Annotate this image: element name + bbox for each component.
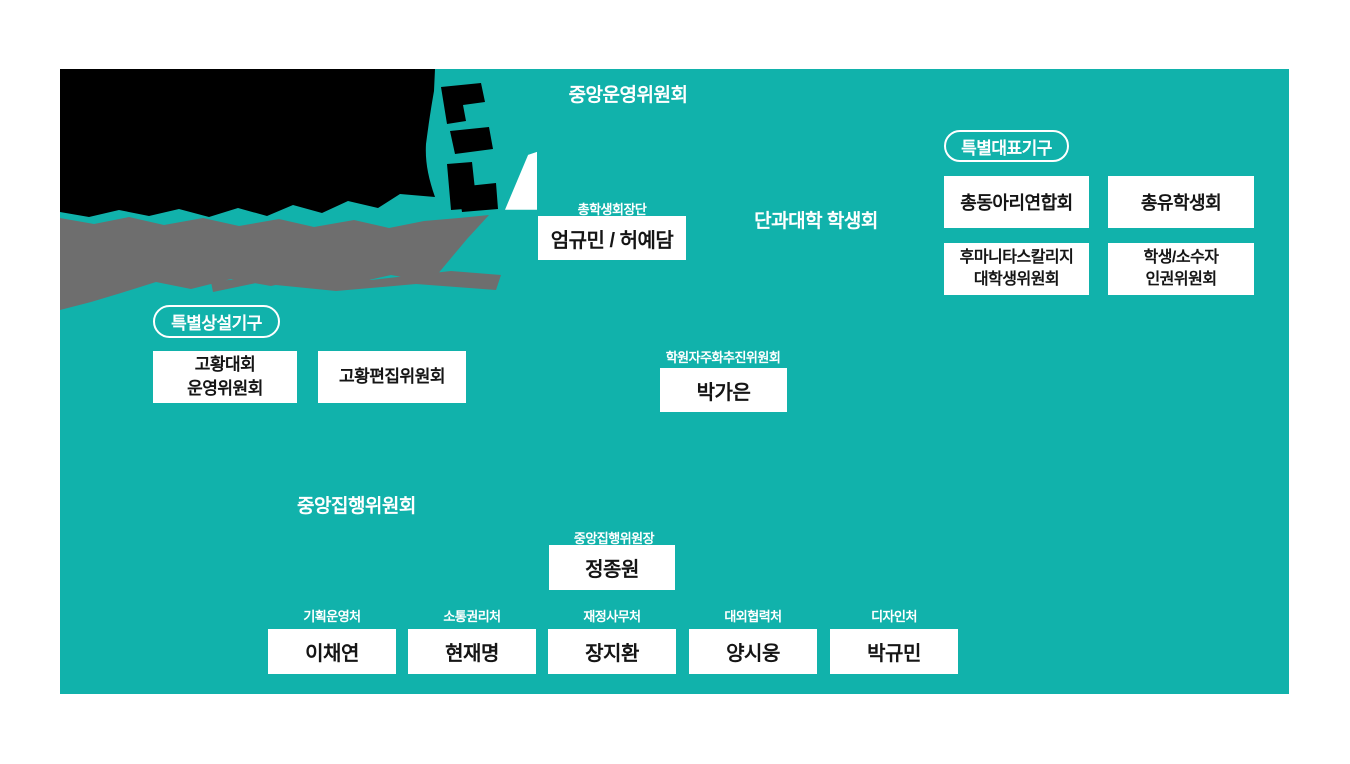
campus-autonomy-name: 박가은 xyxy=(696,381,751,404)
box-international-students-council: 총유학생회 xyxy=(1108,176,1254,228)
label-dept-external: 대외협력처 xyxy=(724,609,782,624)
box-dept-finance-name: 장지환 xyxy=(548,629,676,674)
logo-shadow-silhouette xyxy=(60,215,501,310)
box-dept-design-name: 박규민 xyxy=(830,629,958,674)
box-president-names: 엄규민 / 허예담 xyxy=(538,216,686,260)
box-club-union-label: 총동아리연합회 xyxy=(960,193,1073,213)
dept-external-name: 양시웅 xyxy=(726,643,780,665)
badge-special-standing-label: 특별상설기구 xyxy=(171,314,262,333)
heading-college-student-councils: 단과대학 학생회 xyxy=(754,211,878,232)
box-international-label: 총유학생회 xyxy=(1140,193,1222,213)
dept-communication-name: 현재명 xyxy=(445,643,499,665)
badge-special-representative: 특별대표기구 xyxy=(944,130,1069,162)
heading-central-operating-committee: 중앙운영위원회 xyxy=(568,85,688,106)
label-dept-finance: 재정사무처 xyxy=(583,609,641,624)
badge-special-standing: 특별상설기구 xyxy=(153,305,280,338)
box-club-union: 총동아리연합회 xyxy=(944,176,1089,228)
box-gohwang-editorial-line1: 고황편집위원회 xyxy=(339,367,445,387)
label-campus-autonomy-committee: 학원자주화추진위원회 xyxy=(665,350,781,365)
box-dept-communication-name: 현재명 xyxy=(408,629,536,674)
redacted-logo-silhouette xyxy=(60,69,498,217)
label-president-group: 총학생회장단 xyxy=(577,202,647,217)
label-dept-communication: 소통권리처 xyxy=(443,609,501,624)
box-humanitas-college-committee: 후마니타스칼리지 대학생위원회 xyxy=(944,243,1089,295)
box-gohwang-rally-committee: 고황대회 운영위원회 xyxy=(153,351,297,403)
badge-special-representative-label: 특별대표기구 xyxy=(961,138,1052,158)
president-names: 엄규민 / 허예담 xyxy=(550,229,674,252)
label-dept-design: 디자인처 xyxy=(871,609,917,624)
label-executive-chair: 중앙집행위원장 xyxy=(573,531,655,546)
box-humanitas-line1: 후마니타스칼리지 xyxy=(959,249,1074,267)
box-humanitas-line2: 대학생위원회 xyxy=(973,271,1060,288)
heading-central-executive-committee: 중앙집행위원회 xyxy=(297,496,416,517)
logo-silhouette-group xyxy=(60,69,501,310)
box-campus-autonomy-name: 박가은 xyxy=(660,368,787,412)
box-minority-line1: 학생/소수자 xyxy=(1143,249,1219,267)
box-minority-line2: 인권위원회 xyxy=(1145,271,1217,288)
box-gohwang-rally-line2: 운영위원회 xyxy=(187,379,263,398)
dept-design-name: 박규민 xyxy=(867,643,921,665)
box-executive-chair-name: 정종원 xyxy=(549,545,675,590)
label-dept-planning: 기획운영처 xyxy=(303,609,361,624)
dept-finance-name: 장지환 xyxy=(585,643,639,665)
box-gohwang-rally-line1: 고황대회 xyxy=(194,355,256,375)
dept-planning-name: 이채연 xyxy=(305,643,359,665)
box-minority-rights-committee: 학생/소수자 인권위원회 xyxy=(1108,243,1254,295)
box-dept-planning-name: 이채연 xyxy=(268,629,396,674)
executive-chair-name: 정종원 xyxy=(585,559,639,581)
box-dept-external-name: 양시웅 xyxy=(689,629,817,674)
box-gohwang-editorial-committee: 고황편집위원회 xyxy=(318,351,466,403)
